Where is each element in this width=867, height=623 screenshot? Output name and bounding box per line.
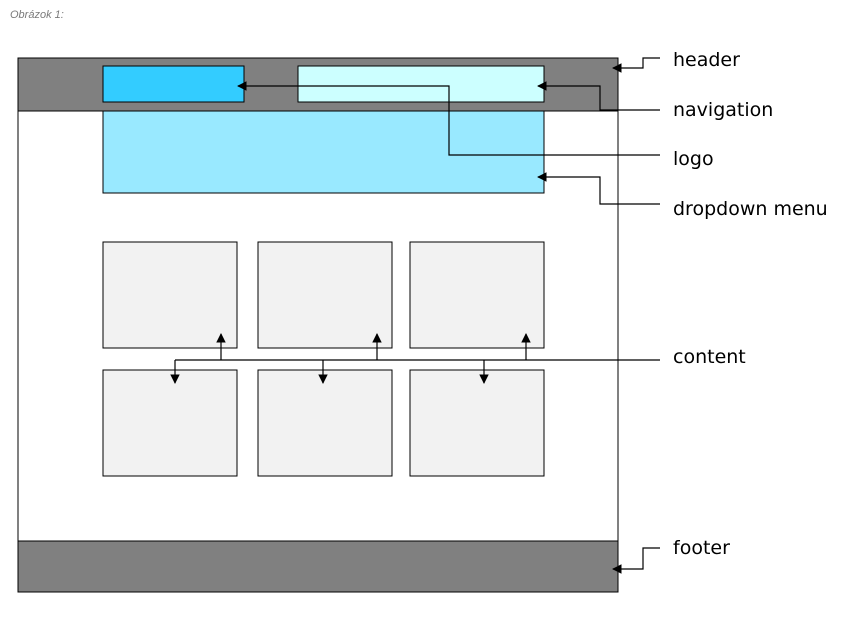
logo-connector [237,81,660,156]
dropdown-connector [537,172,660,205]
footer-bar [17,540,619,593]
content-box [257,241,393,349]
label-dropdown-menu: dropdown menu [673,198,828,220]
navigation-box [297,65,545,103]
content-box [409,241,545,349]
content-box [102,369,238,477]
figure-caption: Obrázok 1: [10,9,64,21]
label-logo: logo [673,148,714,170]
navigation-connector [537,81,660,111]
label-content: content [673,346,746,368]
header-connector [612,57,660,73]
logo-box [102,65,245,103]
content-box [257,369,393,477]
dropdown-menu-box [102,110,545,194]
label-footer: footer [673,537,730,559]
content-box [409,369,545,477]
label-navigation: navigation [673,99,773,121]
footer-connector [612,547,660,574]
label-header: header [673,49,740,71]
content-box [102,241,238,349]
